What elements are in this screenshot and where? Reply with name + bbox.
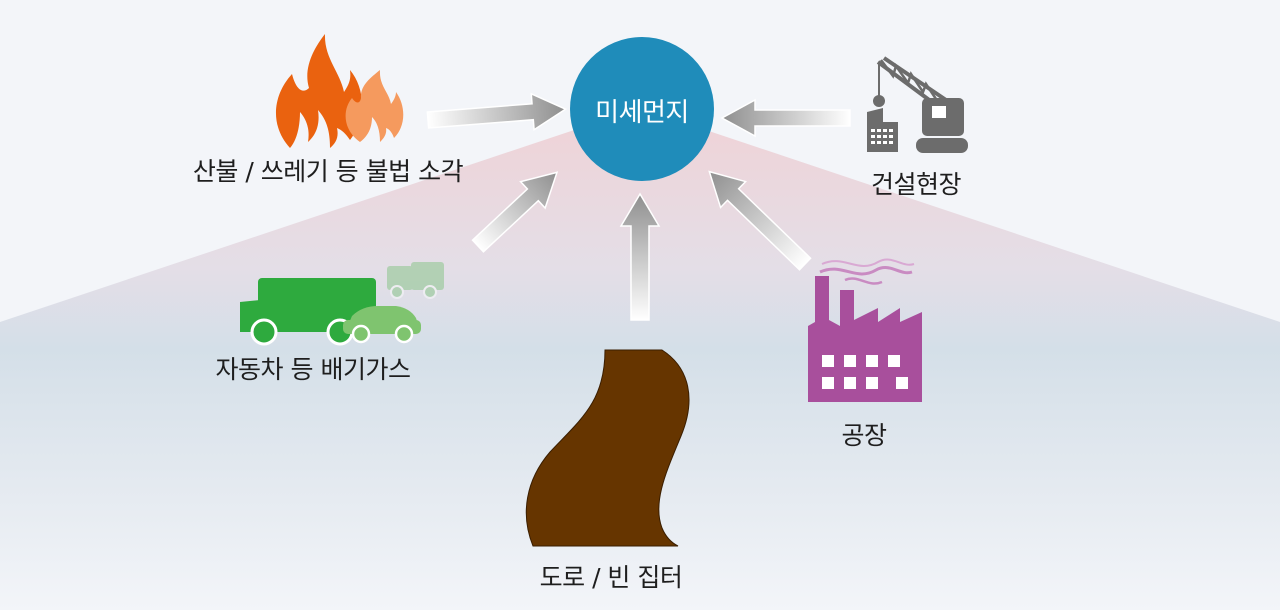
arrow-from-fire <box>426 92 568 132</box>
source-label-road: 도로 / 빈 집터 <box>539 563 683 592</box>
arrow-from-road <box>619 192 661 321</box>
source-label-fire: 산불 / 쓰레기 등 불법 소각 <box>192 157 464 186</box>
hub-label: 미세먼지 <box>595 98 689 128</box>
flame-icon <box>275 34 404 148</box>
arrow-from-factory <box>708 170 812 271</box>
vehicles-icon <box>240 262 444 346</box>
fine-dust-hub <box>570 37 714 181</box>
source-label-construction: 건설현장 <box>870 170 962 199</box>
road-icon <box>525 349 690 547</box>
arrow-from-construction <box>720 98 851 138</box>
factory-icon <box>808 258 922 402</box>
source-label-vehicles: 자동차 등 배기가스 <box>215 355 411 384</box>
construction-crane-icon <box>867 56 968 153</box>
source-label-factory: 공장 <box>841 421 887 450</box>
arrow-from-vehicles <box>471 171 559 253</box>
faded-truck-icon <box>387 262 444 299</box>
